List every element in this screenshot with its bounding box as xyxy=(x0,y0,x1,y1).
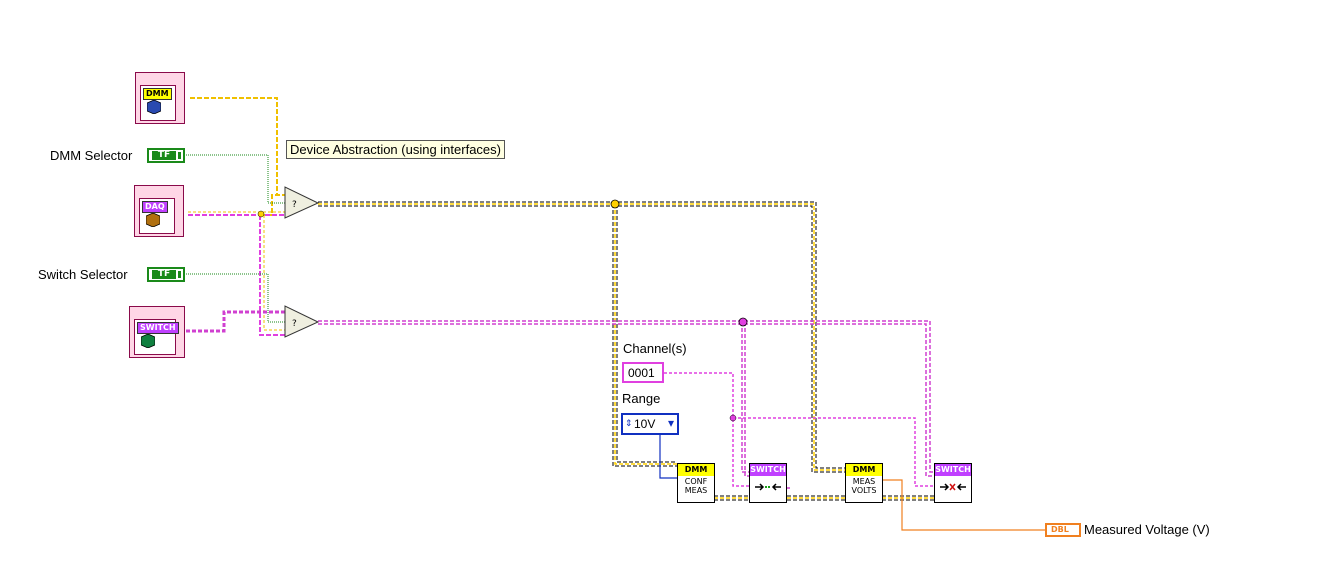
daq-class-constant[interactable]: DAQ xyxy=(134,185,184,237)
range-dropdown-icon[interactable]: ▾ xyxy=(667,416,674,430)
dmm-selector-label: DMM Selector xyxy=(50,148,133,163)
switch-connect-vi[interactable]: SWITCH xyxy=(749,463,787,503)
switch-band: SWITCH xyxy=(750,464,786,476)
switch-tag: SWITCH xyxy=(137,322,179,334)
dbl-type-label: DBL xyxy=(1051,525,1069,534)
channel-wire xyxy=(664,372,749,487)
orange-cube-icon xyxy=(146,213,160,227)
switch-selector-constant[interactable]: TF xyxy=(147,267,185,282)
channels-value: 0001 xyxy=(628,366,655,380)
switch-selector-wire xyxy=(186,273,285,323)
measured-voltage-label: Measured Voltage (V) xyxy=(1084,522,1210,537)
connect-arrows-icon xyxy=(750,481,786,496)
tf-terminal-icon xyxy=(178,271,181,278)
device-abstraction-comment: Device Abstraction (using interfaces) xyxy=(286,140,505,159)
switch-class-wire xyxy=(186,310,285,333)
dmm-band: DMM xyxy=(846,464,882,476)
range-control[interactable]: ⇕ 10V ▾ xyxy=(621,413,679,435)
green-cube-icon xyxy=(141,334,155,348)
channels-label: Channel(s) xyxy=(623,341,687,356)
switch-band: SWITCH xyxy=(935,464,971,476)
svg-text:?: ? xyxy=(292,200,297,210)
dmm-class-constant[interactable]: DMM xyxy=(135,72,185,124)
dmm-selector-value: TF xyxy=(152,151,176,160)
range-increment-icon: ⇕ xyxy=(625,418,633,428)
voltage-wire xyxy=(882,479,1045,531)
range-label: Range xyxy=(622,391,661,406)
switch-constant-face: SWITCH xyxy=(134,319,179,355)
blue-cube-icon xyxy=(147,100,161,114)
daq-constant-face: DAQ xyxy=(139,198,175,234)
measured-voltage-indicator[interactable]: DBL xyxy=(1045,523,1081,537)
switch-selector-value: TF xyxy=(152,270,176,279)
range-wire xyxy=(659,435,677,479)
dmm-selector-wire xyxy=(186,154,285,204)
switch-selector-label: Switch Selector xyxy=(38,267,128,282)
switch-select-node xyxy=(284,305,320,338)
dmm-constant-face: DMM xyxy=(140,85,176,121)
switch-class-constant[interactable]: SWITCH xyxy=(129,306,185,358)
dmm-class-wire xyxy=(190,97,278,195)
tf-terminal-icon xyxy=(178,152,181,159)
dmm-band: DMM xyxy=(678,464,714,476)
daq-tag: DAQ xyxy=(142,201,168,213)
switch-disconnect-vi[interactable]: SWITCH xyxy=(934,463,972,503)
svg-text:?: ? xyxy=(292,319,297,329)
range-value: 10V xyxy=(634,417,656,431)
dmm-selector-constant[interactable]: TF xyxy=(147,148,185,163)
dmm-tag: DMM xyxy=(143,88,172,100)
disconnect-arrows-icon xyxy=(935,481,971,496)
channels-control[interactable]: 0001 xyxy=(622,362,664,383)
dmm-select-node xyxy=(284,186,320,219)
